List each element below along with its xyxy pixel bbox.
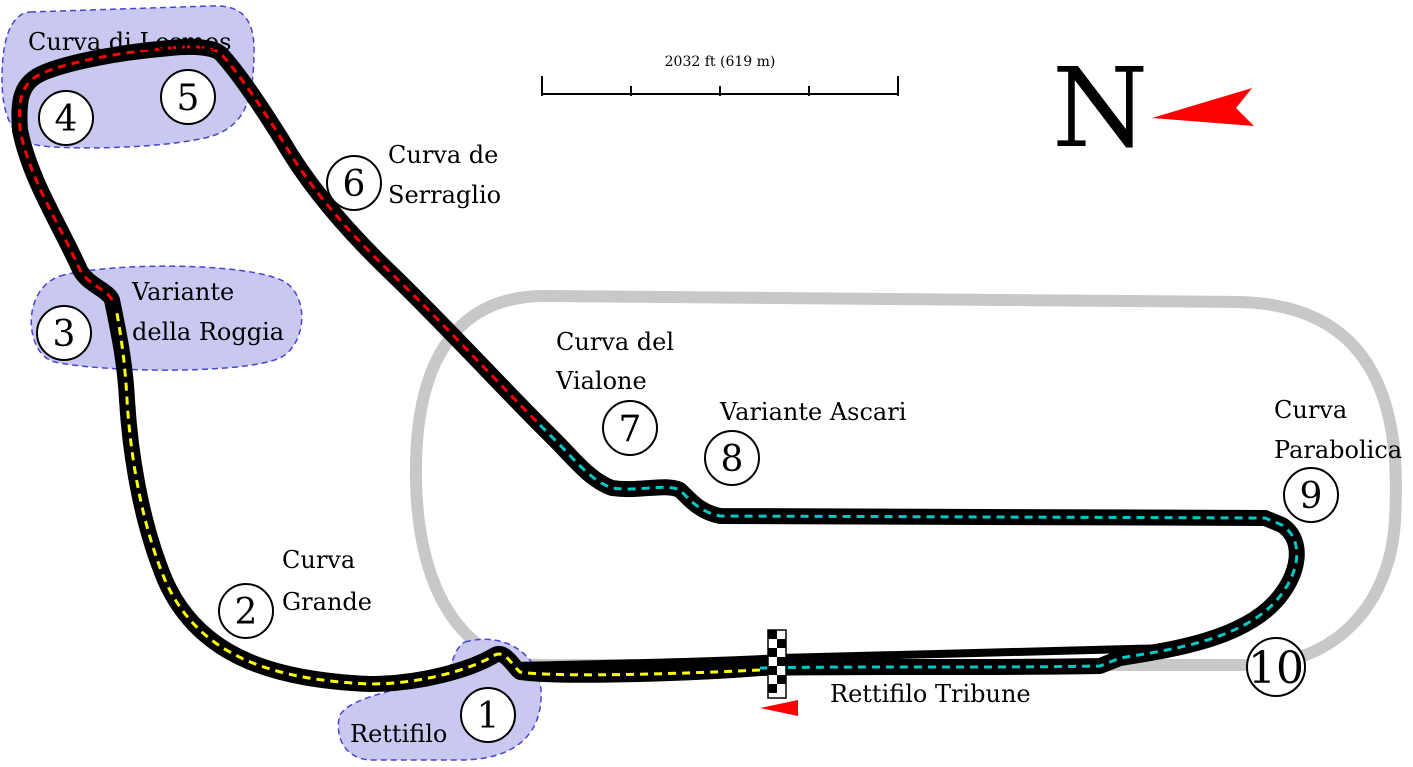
corner-9-marker: 9 xyxy=(1283,467,1339,523)
corner-8-number: 8 xyxy=(721,439,744,480)
corner-1-number: 1 xyxy=(477,696,500,737)
north-arrow-icon xyxy=(1152,88,1254,126)
corner-6-marker: 6 xyxy=(326,155,382,211)
scale-bar: 2032 ft (619 m) xyxy=(541,54,899,96)
corner-3-name-line2: della Roggia xyxy=(132,318,284,346)
north-letter: N xyxy=(1052,44,1148,172)
corner-5-number: 5 xyxy=(177,78,200,119)
corner-2-name-line1: Curva xyxy=(282,546,355,574)
corner-2-number: 2 xyxy=(235,592,258,633)
corner-10-number: 10 xyxy=(1248,643,1304,694)
start-finish-flag xyxy=(767,629,787,699)
corner-3-marker: 3 xyxy=(36,305,92,361)
corner-7-number: 7 xyxy=(619,409,642,450)
corner-6-name-line2: Serraglio xyxy=(388,181,501,209)
corner-4-marker: 4 xyxy=(38,90,94,146)
scale-bar-label: 2032 ft (619 m) xyxy=(665,54,776,70)
inner-lane xyxy=(514,644,1171,670)
corner-9-number: 9 xyxy=(1300,476,1323,517)
corner-6-name-line1: Curva de xyxy=(388,141,498,169)
corner-7-marker: 7 xyxy=(602,400,658,456)
corner-7-name-line1: Curva del xyxy=(556,328,674,356)
corner-4-number: 4 xyxy=(55,99,78,140)
direction-arrow-icon xyxy=(760,700,798,716)
corner-3-name-line1: Variante xyxy=(131,278,234,306)
corner-2-marker: 2 xyxy=(218,583,274,639)
corner-8-marker: 8 xyxy=(704,430,760,486)
corner-9-name-line2: Parabolica xyxy=(1274,436,1402,464)
corner-8-name: Variante Ascari xyxy=(719,398,907,426)
corner-7-name-line2: Vialone xyxy=(555,367,647,395)
corner-1-marker: 1 xyxy=(460,687,516,743)
main-straight-label: Rettifilo Tribune xyxy=(830,680,1031,708)
sector-2-dashes xyxy=(17,45,542,427)
corner-3-number: 3 xyxy=(53,314,76,355)
sector-1-dashes xyxy=(114,307,761,686)
corner-6-number: 6 xyxy=(343,164,366,205)
corner-2-name-line2: Grande xyxy=(282,588,372,616)
corner-9-name-line1: Curva xyxy=(1274,396,1347,424)
corner-10-marker: 10 xyxy=(1246,637,1306,697)
corner-5-marker: 5 xyxy=(160,69,216,125)
sector-3-dashes xyxy=(538,423,1299,670)
corner-1-name: Rettifilo xyxy=(350,720,447,748)
lesmos-label: Curva di Lesmos xyxy=(28,28,231,56)
